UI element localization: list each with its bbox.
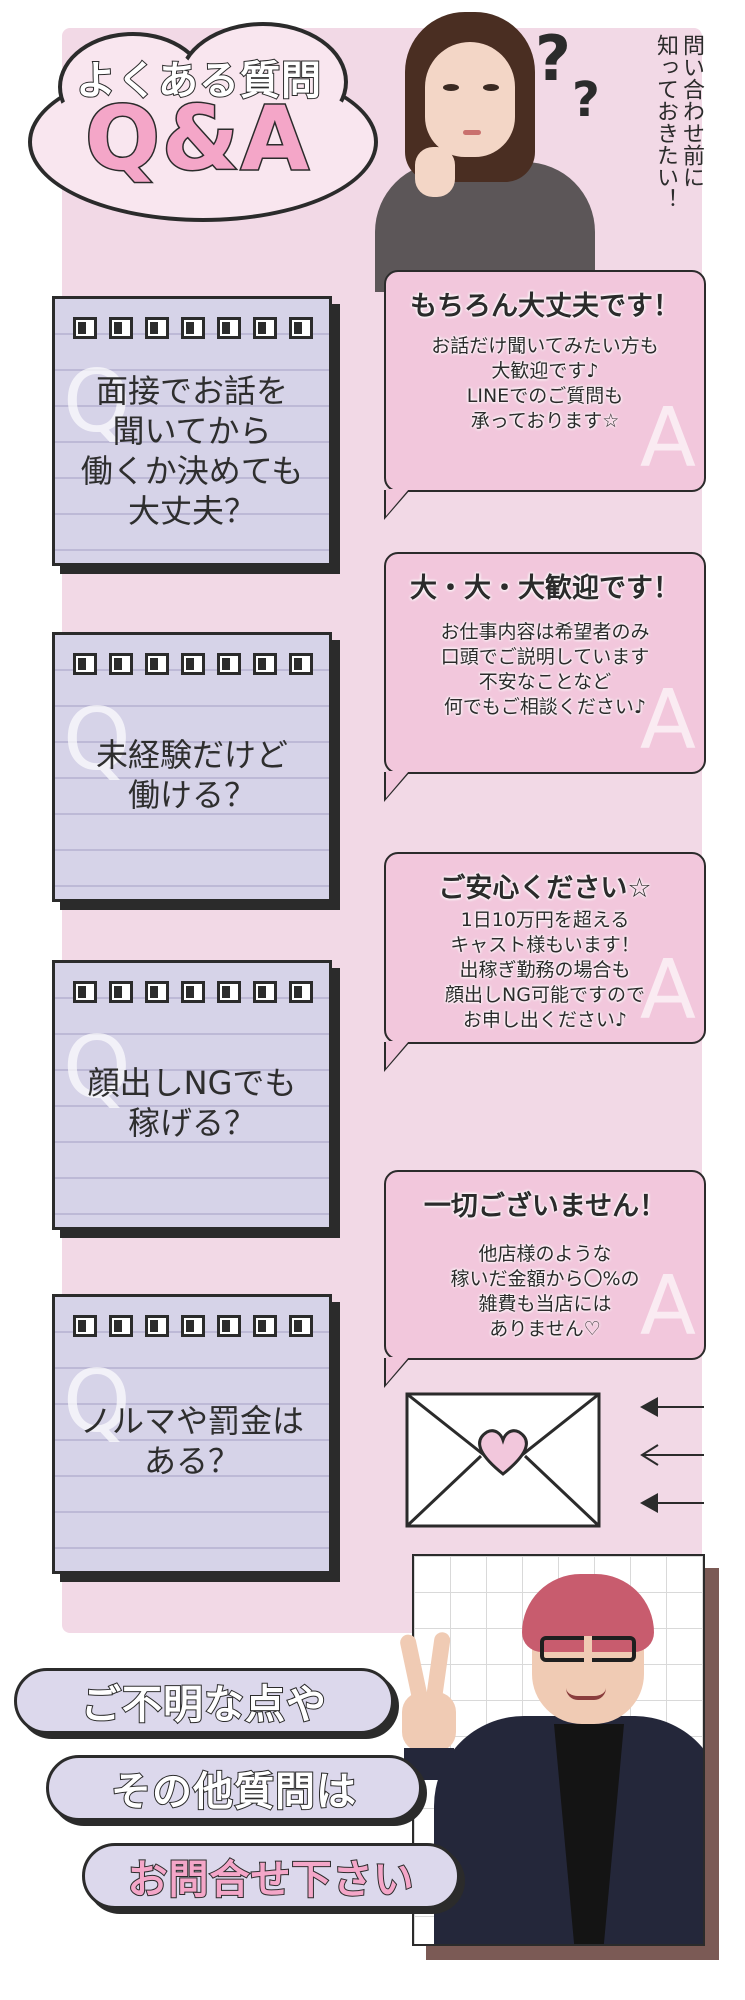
q-letter: Q — [63, 1018, 131, 1118]
footer-line3: お問合せ下さい — [127, 1856, 415, 1904]
header-subtitle: よくある質問 — [75, 57, 322, 105]
a-letter: A — [639, 1259, 696, 1354]
side-note-line2: 知っておきたい！ — [653, 34, 678, 210]
answer-bubble: A もちろん大丈夫です！ お話だけ聞いてみたい方も 大歓迎です♪ LINEでのご… — [384, 270, 706, 520]
q-letter: Q — [63, 1352, 131, 1452]
peace-sign-hand-icon — [400, 1632, 456, 1780]
answer-heading: 大・大・大歓迎です！ — [410, 573, 680, 604]
envelope-heart-icon — [405, 1392, 601, 1528]
staff-photo — [412, 1554, 705, 1946]
answer-body: お仕事内容は希望者のみ 口頭でご説明しています 不安なことなど 何でもご相談くだ… — [440, 621, 650, 718]
answer-bubble: A 大・大・大歓迎です！ お仕事内容は希望者のみ 口頭でご説明しています 不安な… — [384, 552, 706, 802]
arrow-left-icon — [640, 1397, 704, 1417]
footer-line1: ご不明な点や — [80, 1681, 327, 1729]
answer-heading: もちろん大丈夫です！ — [410, 291, 680, 322]
question-card: Q ノルマや罰金は ある？ — [52, 1294, 332, 1574]
arrow-left-icon — [640, 1444, 704, 1466]
binder-holes — [73, 981, 313, 1003]
arrow-left-icon — [640, 1493, 704, 1513]
arrows-group — [640, 1395, 704, 1525]
binder-holes — [73, 1315, 313, 1337]
a-letter: A — [639, 673, 696, 768]
answer-heading: 一切ございません！ — [423, 1191, 667, 1222]
a-letter: A — [639, 391, 696, 486]
binder-holes — [73, 317, 313, 339]
question-text: 顔出しNGでも 稼げる？ — [87, 1064, 297, 1142]
question-text: 面接でお話を 聞いてから 働くか決めても 大丈夫？ — [80, 372, 304, 530]
answer-body: 他店様のような 稼いだ金額から〇%の 雑費も当店には ありません♡ — [450, 1243, 640, 1340]
footer-line2: その他質問は — [110, 1768, 357, 1816]
question-text: ノルマや罰金は ある？ — [79, 1402, 304, 1480]
side-note: 問い合わせ前に 知っておきたい！ — [650, 34, 704, 274]
answer-bubble: A ご安心ください☆ 1日10万円を超える キャスト様もいます！ 出稼ぎ勤務の場… — [384, 852, 706, 1072]
answer-heading: ご安心ください☆ — [438, 873, 652, 904]
question-card: Q 未経験だけど 働ける？ — [52, 632, 332, 902]
question-card: Q 顔出しNGでも 稼げる？ — [52, 960, 332, 1230]
q-letter: Q — [63, 352, 131, 452]
binder-holes — [73, 653, 313, 675]
a-letter: A — [639, 943, 696, 1038]
question-card: Q 面接でお話を 聞いてから 働くか決めても 大丈夫？ — [52, 296, 332, 566]
header-title: Q&A — [84, 87, 311, 190]
header-cloud — [28, 22, 378, 222]
q-letter: Q — [63, 690, 131, 790]
answer-bubble: A 一切ございません！ 他店様のような 稼いだ金額から〇%の 雑費も当店には あ… — [384, 1170, 706, 1388]
footer-pill: その他質問は — [46, 1755, 422, 1821]
answer-body: お話だけ聞いてみたい方も 大歓迎です♪ LINEでのご質問も 承っております☆ — [431, 335, 659, 432]
question-mark-icon: ? — [572, 72, 600, 128]
question-mark-icon: ? — [535, 22, 571, 95]
footer-pill: ご不明な点や — [14, 1668, 394, 1734]
question-text: 未経験だけど 働ける？ — [95, 736, 288, 814]
contact-cta[interactable]: お問合せ下さい — [82, 1843, 460, 1909]
answer-body: 1日10万円を超える キャスト様もいます！ 出稼ぎ勤務の場合も 顔出しNG可能で… — [445, 909, 645, 1031]
side-note-line1: 問い合わせ前に — [679, 34, 704, 188]
